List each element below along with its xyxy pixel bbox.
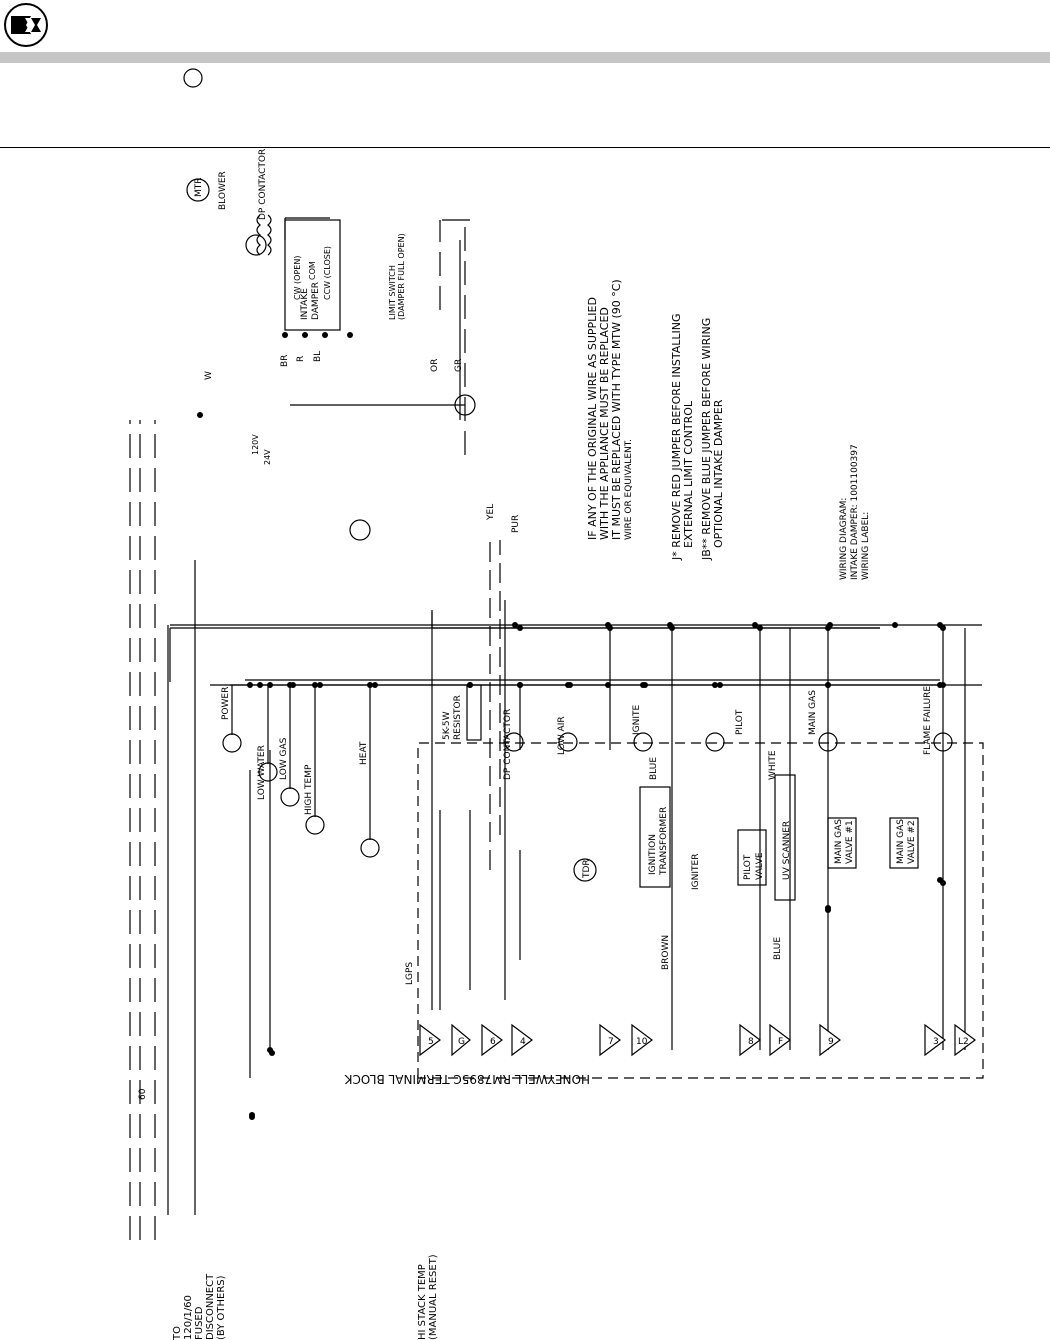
limit-switch-2: (DAMPER FULL OPEN) xyxy=(397,233,406,320)
terminal-block-label: HONEYWELL RM7895C TERMINAL BLOCK xyxy=(343,1072,590,1086)
terminal-10: 10 xyxy=(636,1037,648,1047)
jb-note-1: JB** REMOVE BLUE JUMPER BEFORE WIRING xyxy=(700,318,713,561)
color-white: WHITE xyxy=(768,750,778,780)
disconnect-3: FUSED xyxy=(194,1306,205,1340)
color-pur: PUR xyxy=(511,515,521,533)
page-lines xyxy=(167,217,982,1215)
disconnect-4: DISCONNECT xyxy=(205,1273,216,1340)
notes-group: IF ANY OF THE ORIGINAL WIRE AS SUPPLIED … xyxy=(172,233,871,1340)
j-note-2: EXTERNAL LIMIT CONTROL xyxy=(682,400,695,548)
terminal-g: G xyxy=(458,1037,465,1047)
color-w: W xyxy=(204,371,214,380)
uv-scanner-label: UV SCANNER xyxy=(782,821,792,880)
light-label-dp-contactor: DP CONTACTOR xyxy=(503,709,513,780)
dp-contactor-label: DP CONTACTOR xyxy=(258,149,268,220)
blower-label: BLOWER xyxy=(218,171,228,210)
mgv2-label-1: MAIN GAS xyxy=(896,819,906,864)
junction-dots xyxy=(197,332,943,1118)
light-label-low-water: LOW WATER xyxy=(257,745,267,800)
ignition-label-2: TRANSFORMER xyxy=(659,807,669,876)
mgv2-label-2: VALVE #2 xyxy=(907,820,917,864)
terminal-labels: 5 G 6 4 7 10 8 F 9 3 L2 xyxy=(428,1037,969,1047)
light-label-power: POWER xyxy=(221,687,231,720)
damper-term-cw: CW (OPEN) xyxy=(293,256,302,300)
ignition-label-1: IGNITION xyxy=(648,834,658,875)
limit-switch-1: LIMIT SWITCH xyxy=(388,265,397,320)
terminal-l2: L2 xyxy=(958,1037,969,1047)
wiring-info-3: WIRING LABEL: xyxy=(861,512,871,580)
damper-term-ccw: CCW (CLOSE) xyxy=(323,246,332,300)
light-label-low-air: LOW AIR xyxy=(557,716,567,755)
j-note-1: J* REMOVE RED JUMPER BEFORE INSTALLING xyxy=(670,313,683,561)
disconnect-5: (BY OTHERS) xyxy=(216,1275,227,1340)
igniter-label: IGNITER xyxy=(691,854,701,890)
company-logo xyxy=(4,3,48,47)
color-blue2: BLUE xyxy=(773,937,783,960)
light-label-main-gas: MAIN GAS xyxy=(808,690,818,735)
color-r: R xyxy=(296,356,306,362)
terminal-5: 5 xyxy=(428,1037,434,1047)
terminal-f: F xyxy=(778,1037,783,1047)
wiring-info-2: INTAKE DAMPER: 1001100397 xyxy=(850,444,860,580)
damper-title-1: INTAKE xyxy=(300,288,310,320)
terminal-9: 9 xyxy=(828,1037,834,1047)
resistor-label-2: RESISTOR xyxy=(453,695,463,740)
header-rule xyxy=(0,147,1050,148)
damper-term-com: COM xyxy=(308,261,317,280)
terminal-3: 3 xyxy=(933,1037,939,1047)
color-or-1: OR xyxy=(430,359,440,372)
wire-note-3: IT MUST BE REPLACED WITH TYPE MTW (90 °C… xyxy=(610,279,623,540)
terminals xyxy=(419,1023,976,1057)
pilot-valve-label-1: PILOT xyxy=(743,854,753,880)
color-blue: BLUE xyxy=(649,757,659,780)
diagram-layer: 60 POWER LOW WATER LOW GAS HIGH TEMP HEA… xyxy=(129,68,984,1240)
transformer-secondary: 24V xyxy=(263,449,272,465)
color-yel: YEL xyxy=(486,504,496,521)
transformer-primary: 120V xyxy=(251,434,260,455)
wire-note-4: WIRE OR EQUIVALENT. xyxy=(624,439,634,540)
terminal-8: 8 xyxy=(748,1037,754,1047)
color-br: BR xyxy=(280,355,290,367)
wiring-info-1: WIRING DIAGRAM: xyxy=(839,498,849,580)
color-bl: BL xyxy=(313,351,323,362)
mgv1-label-1: MAIN GAS xyxy=(834,819,844,864)
pilot-valve-label-2: VALVE xyxy=(755,852,765,880)
tdr-label: TDR xyxy=(582,859,592,879)
terminal-6: 6 xyxy=(490,1037,496,1047)
hi-stack-1: HI STACK TEMP xyxy=(417,1264,428,1340)
mtr-label: MTR xyxy=(194,177,204,197)
disconnect-2: 120/1/60 xyxy=(183,1295,194,1340)
wire-note-1: IF ANY OF THE ORIGINAL WIRE AS SUPPLIED xyxy=(586,297,599,540)
light-label-ignite: IGNITE xyxy=(632,704,642,735)
light-label-low-gas: LOW GAS xyxy=(279,737,289,780)
terminal-7: 7 xyxy=(608,1037,614,1047)
color-labels: BLUE BROWN WHITE BLUE YEL PUR OR GR BR R… xyxy=(204,351,783,970)
damper-title-2: DAMPER xyxy=(311,282,321,320)
light-label-pilot: PILOT xyxy=(735,709,745,735)
hi-stack-2: (MANUAL RESET) xyxy=(428,1254,439,1340)
mgv1-label-2: VALVE #1 xyxy=(845,820,855,864)
lgps-label: LGPS xyxy=(405,962,415,985)
light-label-flame-failure: FLAME FAILURE xyxy=(923,686,933,755)
label-wire-60: 60 xyxy=(138,1088,148,1100)
resistor-label-1: 5K-5W xyxy=(442,711,452,740)
color-brown: BROWN xyxy=(661,935,671,970)
light-label-heat: HEAT xyxy=(359,741,369,765)
light-label-high-temp: HIGH TEMP xyxy=(304,764,314,815)
jb-note-2: OPTIONAL INTAKE DAMPER xyxy=(712,399,725,548)
terminal-4: 4 xyxy=(520,1037,526,1047)
wire-note-2: WITH THE APPLIANCE MUST BE REPLACED xyxy=(598,307,611,540)
color-gr: GR xyxy=(454,359,464,372)
disconnect-1: TO xyxy=(172,1326,183,1340)
header-bar xyxy=(0,52,1050,63)
